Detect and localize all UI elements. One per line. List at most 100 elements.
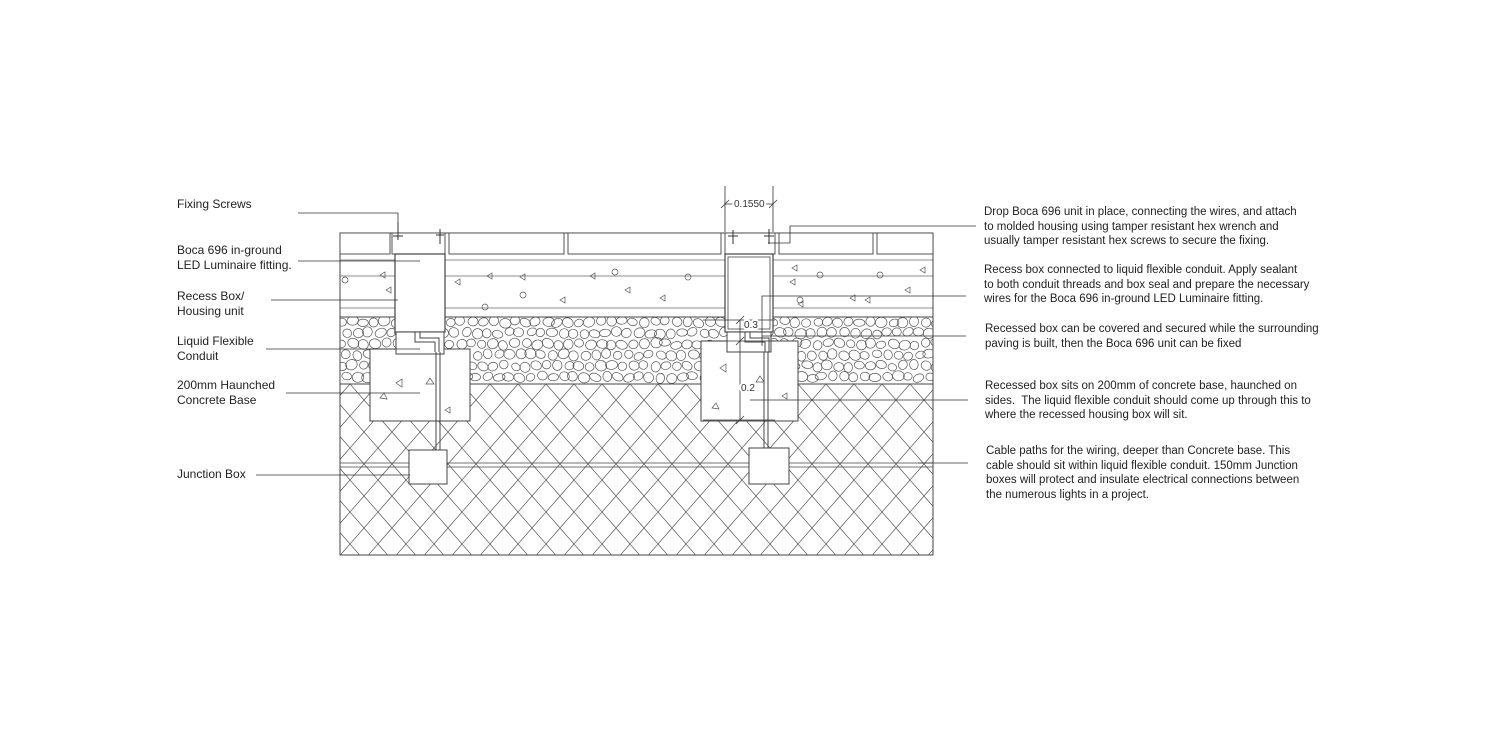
soil-hatch-stroke xyxy=(853,415,869,433)
soil-hatch-stroke xyxy=(643,415,659,433)
soil-hatch-stroke xyxy=(759,543,771,555)
soil-hatch-stroke xyxy=(629,384,645,401)
gravel-stone xyxy=(875,317,888,328)
soil-hatch-stroke xyxy=(630,560,644,576)
gravel-stone xyxy=(681,360,693,371)
soil-hatch-stroke xyxy=(899,543,911,555)
gravel-stone xyxy=(806,350,817,361)
soil-hatch-stroke xyxy=(378,560,392,576)
gravel-stone xyxy=(529,317,541,327)
soil-hatch-stroke xyxy=(685,431,701,449)
soil-hatch-stroke xyxy=(657,511,673,529)
gravel-stone xyxy=(801,360,814,369)
gravel-stone xyxy=(530,360,542,371)
soil-hatch-stroke xyxy=(629,415,645,433)
gravel-stone xyxy=(448,327,460,338)
soil-hatch-stroke xyxy=(559,511,575,529)
soil-hatch-stroke xyxy=(924,560,938,576)
soil-hatch-stroke xyxy=(643,479,659,497)
soil-hatch-stroke xyxy=(839,431,855,449)
soil-hatch-stroke xyxy=(377,447,393,465)
aggregate-mark xyxy=(519,273,526,281)
gravel-stone xyxy=(579,329,590,339)
soil-hatch-stroke xyxy=(475,415,491,433)
soil-hatch-stroke xyxy=(479,543,491,555)
soil-hatch-stroke xyxy=(391,431,407,449)
soil-hatch-stroke xyxy=(769,527,785,545)
soil-hatch-stroke xyxy=(349,527,365,545)
soil-hatch-stroke xyxy=(559,479,575,497)
soil-hatch-stroke xyxy=(531,495,547,513)
soil-hatch-stroke xyxy=(699,495,715,513)
soil-hatch-stroke xyxy=(756,560,770,576)
soil-hatch-stroke xyxy=(685,447,701,465)
gravel-stone xyxy=(531,339,544,351)
label-concrete-base: 200mm Haunched Concrete Base xyxy=(177,378,276,407)
soil-hatch-stroke xyxy=(727,511,743,529)
soil-hatch-stroke xyxy=(349,479,365,497)
aggregate-mark xyxy=(611,268,619,276)
soil-hatch-stroke xyxy=(643,511,659,529)
aggregate-mark xyxy=(797,300,804,308)
soil-hatch-stroke xyxy=(615,463,631,481)
soil-hatch-stroke xyxy=(573,511,589,529)
aggregate-mark xyxy=(454,278,461,286)
soil-hatch-stroke xyxy=(741,431,757,449)
soil-hatch-stroke xyxy=(825,415,841,433)
gravel-stone xyxy=(912,373,924,383)
gravel-stone xyxy=(833,337,846,348)
soil-hatch-stroke xyxy=(699,431,715,449)
gravel-stone xyxy=(515,348,527,360)
soil-hatch-stroke xyxy=(839,495,855,513)
soil-hatch-stroke xyxy=(938,416,952,432)
gravel-stone xyxy=(843,317,854,327)
soil-hatch-stroke xyxy=(923,485,933,497)
soil-hatch-stroke xyxy=(671,479,687,497)
soil-hatch-stroke xyxy=(686,560,700,576)
soil-hatch-stroke xyxy=(867,384,883,401)
gravel-stone xyxy=(644,329,657,339)
soil-hatch-stroke xyxy=(923,421,933,433)
gravel-stone xyxy=(789,317,800,329)
soil-hatch-stroke xyxy=(797,431,813,449)
gravel-stone xyxy=(670,341,683,350)
gravel-stone xyxy=(650,361,661,373)
gravel-stone xyxy=(903,372,913,381)
gravel-stone xyxy=(624,349,634,359)
soil-hatch-stroke xyxy=(713,495,729,513)
soil-hatch-stroke xyxy=(349,399,365,417)
soil-hatch-stroke xyxy=(811,431,827,449)
soil-hatch-stroke xyxy=(713,463,729,481)
soil-hatch-stroke xyxy=(392,560,406,576)
gravel-stone xyxy=(488,317,499,327)
soil-hatch-stroke xyxy=(909,543,921,555)
soil-hatch-stroke xyxy=(559,415,575,433)
soil-hatch-stroke xyxy=(434,560,448,576)
gravel-stone xyxy=(612,350,623,360)
soil-hatch-stroke xyxy=(349,431,365,449)
soil-hatch-stroke xyxy=(853,399,869,417)
soil-hatch-stroke xyxy=(433,543,445,555)
gravel-stone xyxy=(493,373,506,382)
gravel-stone xyxy=(352,350,363,361)
gravel-stone xyxy=(665,350,678,362)
soil-hatch-stroke xyxy=(895,463,911,481)
gravel-stone xyxy=(687,327,698,337)
gravel-stone xyxy=(686,371,698,380)
gravel-stone xyxy=(827,348,838,360)
soil-hatch-stroke xyxy=(727,431,743,449)
soil-hatch-stroke xyxy=(896,560,910,576)
soil-hatch-stroke xyxy=(615,431,631,449)
soil-hatch-stroke xyxy=(881,384,897,401)
aggregate-mark xyxy=(876,271,884,279)
soil-hatch-stroke xyxy=(559,495,575,513)
gravel-stone xyxy=(616,317,628,325)
soil-hatch-stroke xyxy=(420,560,434,576)
soil-hatch-stroke xyxy=(573,479,589,497)
soil-hatch-stroke xyxy=(531,511,547,529)
soil-hatch-stroke xyxy=(363,447,379,465)
gravel-stone xyxy=(444,339,454,349)
soil-hatch-stroke xyxy=(671,415,687,433)
note-cable-paths: Cable paths for the wiring, deeper than … xyxy=(986,445,1300,501)
soil-hatch-stroke xyxy=(363,527,379,545)
